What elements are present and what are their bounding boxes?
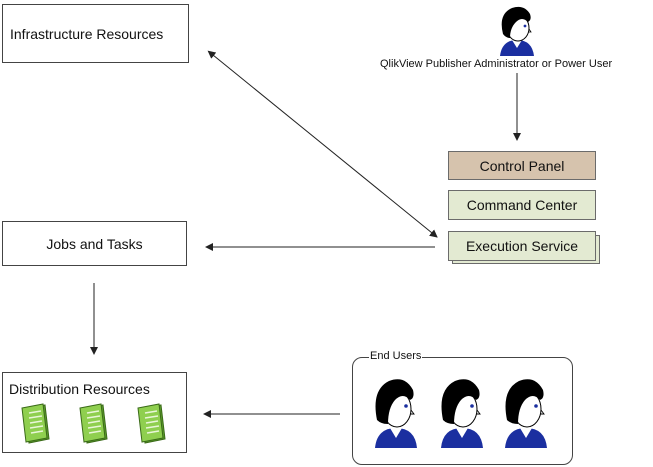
execution-service-box: Execution Service [448,231,596,261]
document-icon [137,403,166,444]
document-icon [79,403,108,444]
command-center-label: Command Center [466,197,578,213]
control-panel-box: Control Panel [448,151,596,180]
distribution-resources-label: Distribution Resources [9,381,150,397]
execution-service-label: Execution Service [465,238,579,254]
infrastructure-resources-box: Infrastructure Resources [2,4,189,63]
control-panel-label: Control Panel [479,157,565,174]
end-users-label: End Users [369,350,423,362]
end-users-group: End Users [352,350,573,465]
end-user-person-icon [441,379,483,448]
jobs-and-tasks-box: Jobs and Tasks [2,221,187,266]
end-user-person-icon [505,379,547,448]
administrator-label: QlikView Publisher Administrator or Powe… [380,58,613,70]
command-center-box: Command Center [448,190,596,220]
administrator-person-icon [500,6,534,56]
infrastructure-resources-label: Infrastructure Resources [10,26,164,42]
document-icon [21,403,50,444]
jobs-and-tasks-label: Jobs and Tasks [46,235,143,252]
end-user-person-icon [375,379,417,448]
infra-exec-bidirectional-arrow [207,50,438,238]
distribution-resources-box: Distribution Resources [2,372,187,453]
